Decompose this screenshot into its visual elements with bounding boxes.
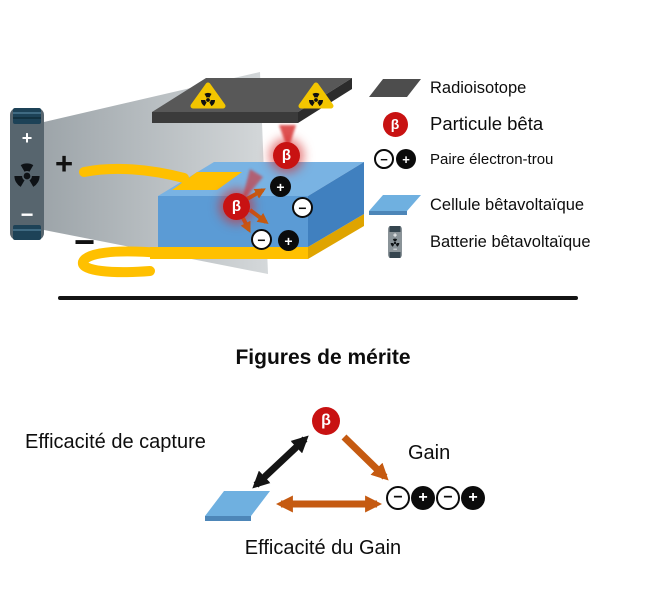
capture-efficiency-label: Efficacité de capture bbox=[25, 431, 206, 453]
legend-label: Particule bêta bbox=[430, 113, 544, 134]
battery-cap-stripe bbox=[13, 112, 41, 114]
plus-symbol: + bbox=[418, 489, 428, 506]
betavoltaic-battery-icon: + − bbox=[366, 224, 424, 260]
plus-wire bbox=[79, 163, 189, 183]
hole-circle: + bbox=[411, 486, 435, 510]
battery-cap-stripe bbox=[13, 117, 41, 119]
mini-battery-plus: + bbox=[393, 233, 397, 240]
legend-label: Radioisotope bbox=[430, 78, 527, 97]
hole-circle: + bbox=[270, 176, 291, 197]
beta-particle: β bbox=[223, 193, 250, 220]
radioisotope-slab bbox=[152, 78, 352, 123]
hole-circle: + bbox=[461, 486, 485, 510]
minus-symbol: − bbox=[443, 489, 453, 506]
plus-symbol: + bbox=[402, 151, 410, 167]
radiation-warning-icon bbox=[298, 82, 334, 109]
capture-efficiency-arrow bbox=[252, 435, 309, 489]
beta-particle-icon: β bbox=[366, 111, 424, 137]
battery-cap-stripe bbox=[13, 229, 41, 231]
beta-glow-streak bbox=[279, 125, 296, 150]
electron-hole-pair-icon: − + bbox=[366, 149, 424, 169]
hole-circle: + bbox=[278, 230, 299, 251]
electron-circle: − bbox=[292, 197, 313, 218]
mini-battery-minus: − bbox=[393, 247, 397, 254]
gain-efficiency-label: Efficacité du Gain bbox=[244, 537, 402, 559]
radioisotope-slab-icon bbox=[366, 77, 424, 99]
beta-symbol: β bbox=[281, 147, 292, 164]
legend-label: Paire électron-trou bbox=[430, 150, 554, 168]
legend-label: Cellule bêtavoltaïque bbox=[430, 195, 585, 214]
plus-symbol: + bbox=[284, 232, 293, 249]
gain-arrow bbox=[341, 434, 389, 481]
legend-item-betavoltaic-battery: + − Batterie bêtavoltaïque bbox=[366, 224, 591, 260]
merit-cell-icon bbox=[205, 491, 270, 521]
gold-bottom-contact-side bbox=[308, 214, 364, 259]
battery-top-cap bbox=[13, 108, 41, 124]
beta-particle: β bbox=[273, 142, 300, 169]
battery-icon: + − bbox=[10, 108, 44, 240]
legend-item-electron-hole-pair: − + Paire électron-trou bbox=[366, 147, 553, 171]
plus-symbol: + bbox=[276, 178, 285, 195]
legend-item-radioisotope: Radioisotope bbox=[366, 76, 526, 100]
figures-of-merit-title: Figures de mérite bbox=[235, 346, 411, 369]
betavoltaic-cell-icon bbox=[366, 193, 424, 217]
electron-burst-arrow bbox=[246, 188, 266, 201]
beta-glow-streak bbox=[241, 169, 263, 203]
minus-symbol: − bbox=[380, 151, 388, 167]
legend-item-beta-particle: β Particule bêta bbox=[366, 110, 543, 138]
gold-contact-pad bbox=[172, 172, 242, 190]
beta-symbol: β bbox=[231, 198, 242, 215]
electron-burst-arrow bbox=[248, 208, 269, 224]
battery-bottom-cap bbox=[13, 225, 41, 240]
gain-label: Gain bbox=[408, 442, 451, 464]
radiation-warning-icon bbox=[190, 82, 226, 109]
gold-bottom-contact bbox=[150, 247, 308, 259]
legend-item-betavoltaic-cell: Cellule bêtavoltaïque bbox=[366, 192, 584, 218]
terminal-minus-label: − bbox=[74, 221, 96, 262]
battery-plus-label: + bbox=[22, 128, 33, 148]
minus-symbol: − bbox=[393, 489, 403, 506]
minus-symbol: − bbox=[257, 231, 266, 248]
plus-symbol: + bbox=[468, 489, 478, 506]
beta-symbol: β bbox=[390, 116, 400, 132]
terminal-plus-label: + bbox=[55, 146, 74, 181]
electron-circle: − bbox=[386, 486, 410, 510]
slab-front-face bbox=[152, 112, 298, 123]
minus-wire bbox=[78, 246, 167, 278]
beta-particle: β bbox=[312, 407, 340, 435]
electron-circle: − bbox=[436, 486, 460, 510]
electron-circle: − bbox=[251, 229, 272, 250]
battery-minus-label: − bbox=[21, 202, 34, 227]
cell-side-face bbox=[308, 162, 364, 247]
minus-symbol: − bbox=[298, 199, 307, 216]
legend-label: Batterie bêtavoltaïque bbox=[430, 232, 591, 251]
beta-symbol: β bbox=[321, 412, 331, 429]
section-divider bbox=[58, 296, 578, 300]
